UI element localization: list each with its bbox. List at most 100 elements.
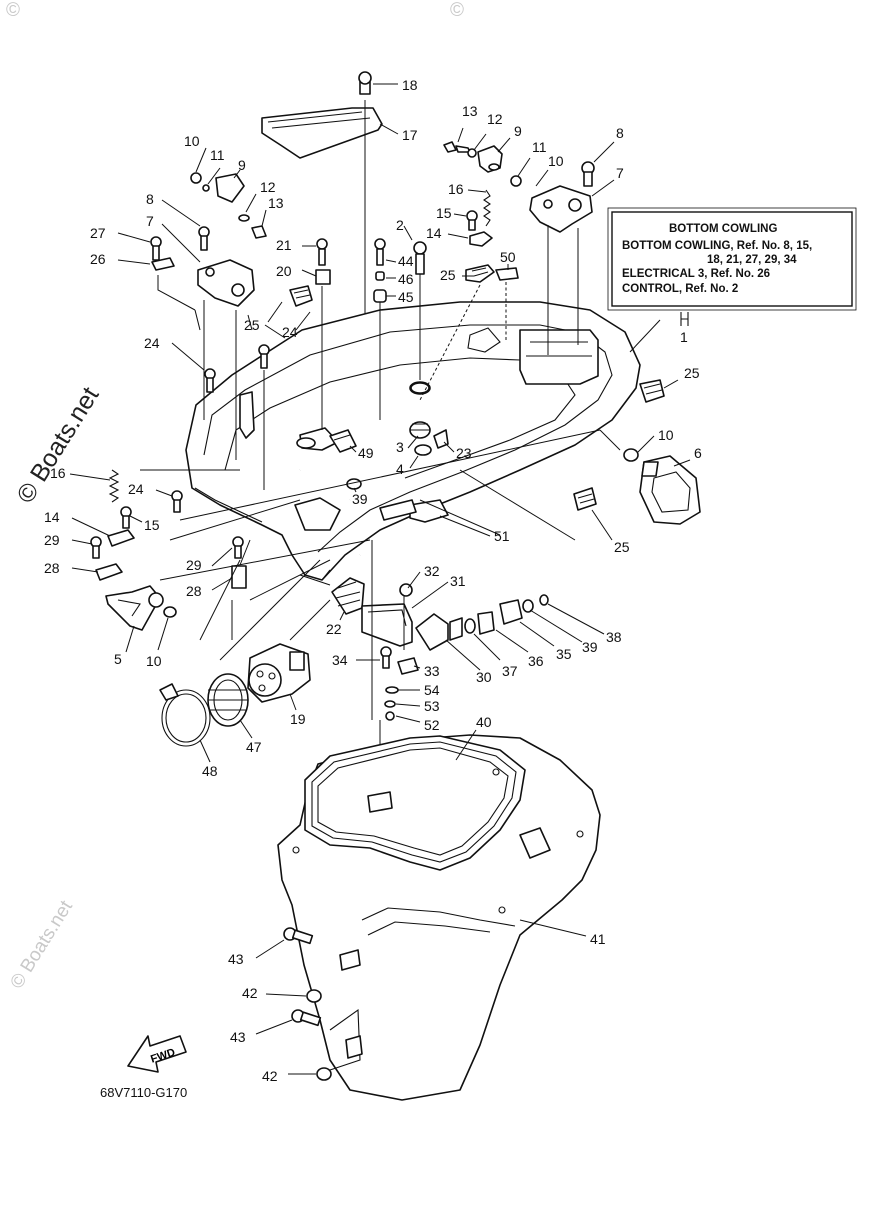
callout-10: 10 (548, 153, 564, 169)
callout-10-lower: 10 (146, 653, 162, 669)
callout-44: 44 (398, 253, 414, 269)
callout-50: 50 (500, 249, 516, 265)
callout-40: 40 (476, 714, 492, 730)
callout-49: 49 (358, 445, 374, 461)
callout-35: 35 (556, 646, 572, 662)
ref-box-line4: CONTROL, Ref. No. 2 (622, 283, 738, 295)
callout-24-left: 24 (128, 481, 144, 497)
callout-24-upper: 24 (282, 324, 298, 340)
callout-18: 18 (402, 77, 418, 93)
callout-29-mid: 29 (186, 557, 202, 573)
callout-47: 47 (246, 739, 262, 755)
part-screws-43-42 (283, 927, 332, 1081)
part-nozzle-30 (415, 613, 463, 651)
callout-34: 34 (332, 652, 348, 668)
watermark-copyright-left: © (6, 0, 20, 21)
callout-11-left: 11 (210, 147, 225, 163)
assembly-lines (140, 314, 621, 720)
callout-43-lower: 43 (230, 1029, 246, 1045)
callout-20: 20 (276, 263, 292, 279)
callout-51: 51 (494, 528, 510, 544)
part-bolt-24-left (204, 344, 270, 490)
callout-21: 21 (276, 237, 292, 253)
part-spring-16-left (108, 469, 120, 503)
callout-12: 12 (487, 111, 503, 127)
reference-box: BOTTOM COWLING BOTTOM COWLING, Ref. No. … (607, 207, 857, 326)
callout-46: 46 (398, 271, 414, 287)
part-fasteners-left (90, 490, 183, 581)
callout-1: 1 (680, 329, 688, 345)
callout-32: 32 (424, 563, 440, 579)
callout-25-lower: 25 (614, 539, 630, 555)
part-bracket-31 (361, 583, 413, 647)
callout-25-top: 25 (440, 267, 456, 283)
callout-5: 5 (114, 651, 122, 667)
part-cushion-25-right (573, 379, 665, 511)
callout-13-left: 13 (268, 195, 284, 211)
callout-15: 15 (436, 205, 452, 221)
ref-box-title: BOTTOM COWLING (669, 223, 777, 235)
callout-29-left: 29 (44, 532, 60, 548)
part-lower-apron (277, 734, 601, 1101)
callout-11: 11 (532, 139, 547, 155)
part-cover-bracket-7-left (197, 226, 255, 460)
callout-16-left: 16 (50, 465, 66, 481)
part-grommets-3-4-23 (409, 421, 449, 456)
fwd-arrow: FWD (127, 1035, 187, 1073)
part-bottom-cowling-tray (185, 301, 661, 586)
part-connector-49 (329, 429, 362, 490)
callout-41: 41 (590, 931, 606, 947)
part-ring-47 (207, 673, 249, 727)
callout-12-left: 12 (260, 179, 276, 195)
part-lever-5 (105, 585, 177, 631)
callout-36: 36 (528, 653, 544, 669)
callout-8: 8 (616, 125, 624, 141)
part-cover-bracket-7-right (529, 161, 595, 355)
part-latch-right (443, 141, 522, 187)
callout-24-side: 24 (144, 335, 160, 351)
callout-31: 31 (450, 573, 466, 589)
callout-10-right: 10 (658, 427, 674, 443)
callout-26: 26 (90, 251, 106, 267)
callout-13: 13 (462, 103, 478, 119)
callout-19: 19 (290, 711, 306, 727)
part-cushion-25-upper-left (289, 285, 313, 307)
part-bolt-21-20 (315, 238, 331, 430)
callout-54: 54 (424, 682, 440, 698)
callout-53: 53 (424, 698, 440, 714)
callout-10-left: 10 (184, 133, 200, 149)
part-top-cover (261, 71, 383, 410)
callout-39-upper: 39 (352, 491, 368, 507)
part-clamp-48 (159, 683, 211, 747)
callout-48: 48 (202, 763, 218, 779)
part-plate-51 (379, 499, 417, 521)
ref-box-line1: BOTTOM COWLING, Ref. No. 8, 15, (622, 240, 812, 252)
callout-7: 7 (616, 165, 624, 181)
callout-45: 45 (398, 289, 414, 305)
callout-leaders (69, 83, 691, 1075)
callout-9-left: 9 (238, 157, 246, 173)
callout-3: 3 (396, 439, 404, 455)
callout-33: 33 (424, 663, 440, 679)
callout-14-left: 14 (44, 509, 60, 525)
part-cushion-25-top (419, 264, 519, 401)
callout-28-mid: 28 (186, 583, 202, 599)
watermark-faint-1: © Boats.net (6, 896, 77, 992)
part-screw-27-26 (150, 236, 201, 331)
part-latch-9-left (190, 172, 267, 239)
watermark-copyright-top: © (450, 0, 464, 21)
callout-4: 4 (396, 461, 404, 477)
ref-box-line2: 18, 21, 27, 29, 34 (707, 254, 797, 266)
part-bolt-2 (410, 241, 430, 394)
callout-39-lower: 39 (582, 639, 598, 655)
callout-42-upper: 42 (242, 985, 258, 1001)
part-hose-38 (298, 457, 560, 602)
callout-22: 22 (326, 621, 342, 637)
callout-14: 14 (426, 225, 442, 241)
callout-43-upper: 43 (228, 951, 244, 967)
callout-17: 17 (402, 127, 418, 143)
callout-30: 30 (476, 669, 492, 685)
callout-52: 52 (424, 717, 440, 733)
callout-16: 16 (448, 181, 464, 197)
